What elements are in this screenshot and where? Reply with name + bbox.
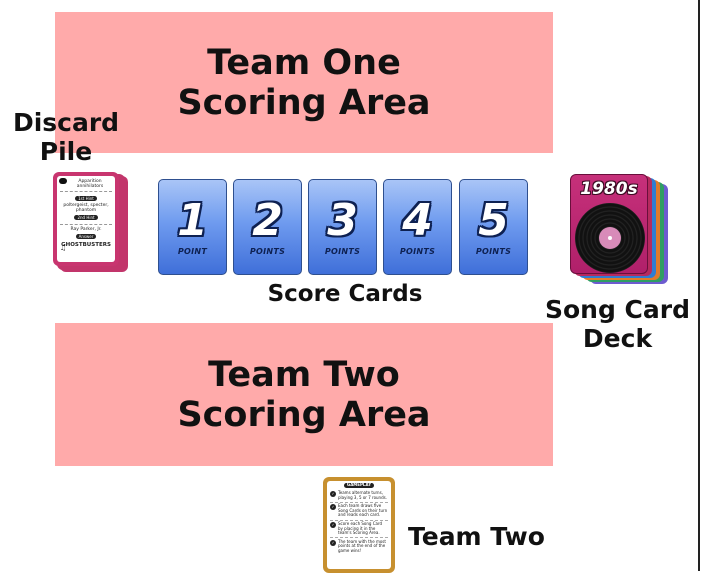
discard-card-hint2-pill: 2nd Hint <box>74 215 97 220</box>
gameplay-step: ✓ Score each Song Card by placing it in … <box>330 521 388 539</box>
gameplay-step-text: Score each Song Card by placing it in th… <box>338 522 388 536</box>
step-icon: ✓ <box>330 504 336 510</box>
discard-pile-label: Discard Pile <box>6 108 126 166</box>
score-card-points-label: POINTS <box>400 247 435 256</box>
record-label <box>599 227 621 249</box>
discard-card-answer: GHOSTBUSTERS <box>60 243 112 248</box>
score-card-number: 5 <box>478 199 509 243</box>
gameplay-step: ✓ The team with the most points at the e… <box>330 538 388 555</box>
team-one-scoring-area-title: Team One Scoring Area <box>177 43 430 123</box>
gameplay-step-text: Teams alternate turns, playing 3, 5 or 7… <box>338 491 388 500</box>
music-note-icon: ♫ <box>60 246 66 251</box>
discard-pile-top-card[interactable]: Apparition annihilators 1st Hint polterg… <box>53 172 119 266</box>
team-two-scoring-area-title: Team Two Scoring Area <box>177 355 430 435</box>
score-card-1[interactable]: 1 POINT <box>158 179 227 275</box>
score-card-3[interactable]: 3 POINTS <box>308 179 377 275</box>
gameplay-card[interactable]: GAMEPLAY ✓ Teams alternate turns, playin… <box>323 477 395 573</box>
divider <box>60 191 112 192</box>
discard-card-hint2: Ray Parker, Jr. <box>60 227 112 232</box>
score-card-number: 2 <box>252 199 283 243</box>
gameplay-header: GAMEPLAY <box>344 483 374 488</box>
step-icon: ✓ <box>330 491 336 497</box>
song-deck-decade: 1980s <box>571 179 647 199</box>
gameplay-step-text: Each team draws five Song Cards on their… <box>338 504 388 518</box>
score-card-4[interactable]: 4 POINTS <box>383 179 452 275</box>
discard-card-clue: Apparition annihilators <box>60 179 112 189</box>
score-card-points-label: POINT <box>178 247 207 256</box>
page-right-border <box>698 0 700 571</box>
score-card-points-label: POINTS <box>476 247 511 256</box>
team-two-label: Team Two <box>408 522 568 552</box>
gameplay-step-text: The team with the most points at the end… <box>338 540 388 554</box>
score-card-2[interactable]: 2 POINTS <box>233 179 302 275</box>
score-card-points-label: POINTS <box>325 247 360 256</box>
score-card-number: 4 <box>402 199 433 243</box>
vinyl-record-icon <box>575 203 645 273</box>
step-icon: ✓ <box>330 522 336 528</box>
score-card-number: 1 <box>177 199 208 243</box>
discard-card-answer-pill: Answer <box>76 234 97 239</box>
team-two-scoring-area[interactable]: Team Two Scoring Area <box>55 323 553 466</box>
score-card-5[interactable]: 5 POINTS <box>459 179 528 275</box>
speech-bubble-icon <box>59 178 67 184</box>
song-deck-top-card[interactable]: 1980s <box>570 174 648 274</box>
team-one-scoring-area[interactable]: Team One Scoring Area <box>55 12 553 153</box>
divider <box>60 224 112 225</box>
step-icon: ✓ <box>330 540 336 546</box>
song-card-deck-label: Song Card Deck <box>540 295 695 353</box>
discard-card-hint1: poltergeist, specter, phantom <box>60 203 112 213</box>
score-card-number: 3 <box>327 199 358 243</box>
score-cards-label: Score Cards <box>250 280 440 308</box>
record-hole <box>608 236 612 240</box>
gameplay-step: ✓ Teams alternate turns, playing 3, 5 or… <box>330 490 388 503</box>
score-card-points-label: POINTS <box>250 247 285 256</box>
gameplay-step: ✓ Each team draws five Song Cards on the… <box>330 503 388 521</box>
discard-card-hint1-pill: 1st Hint <box>75 196 97 201</box>
